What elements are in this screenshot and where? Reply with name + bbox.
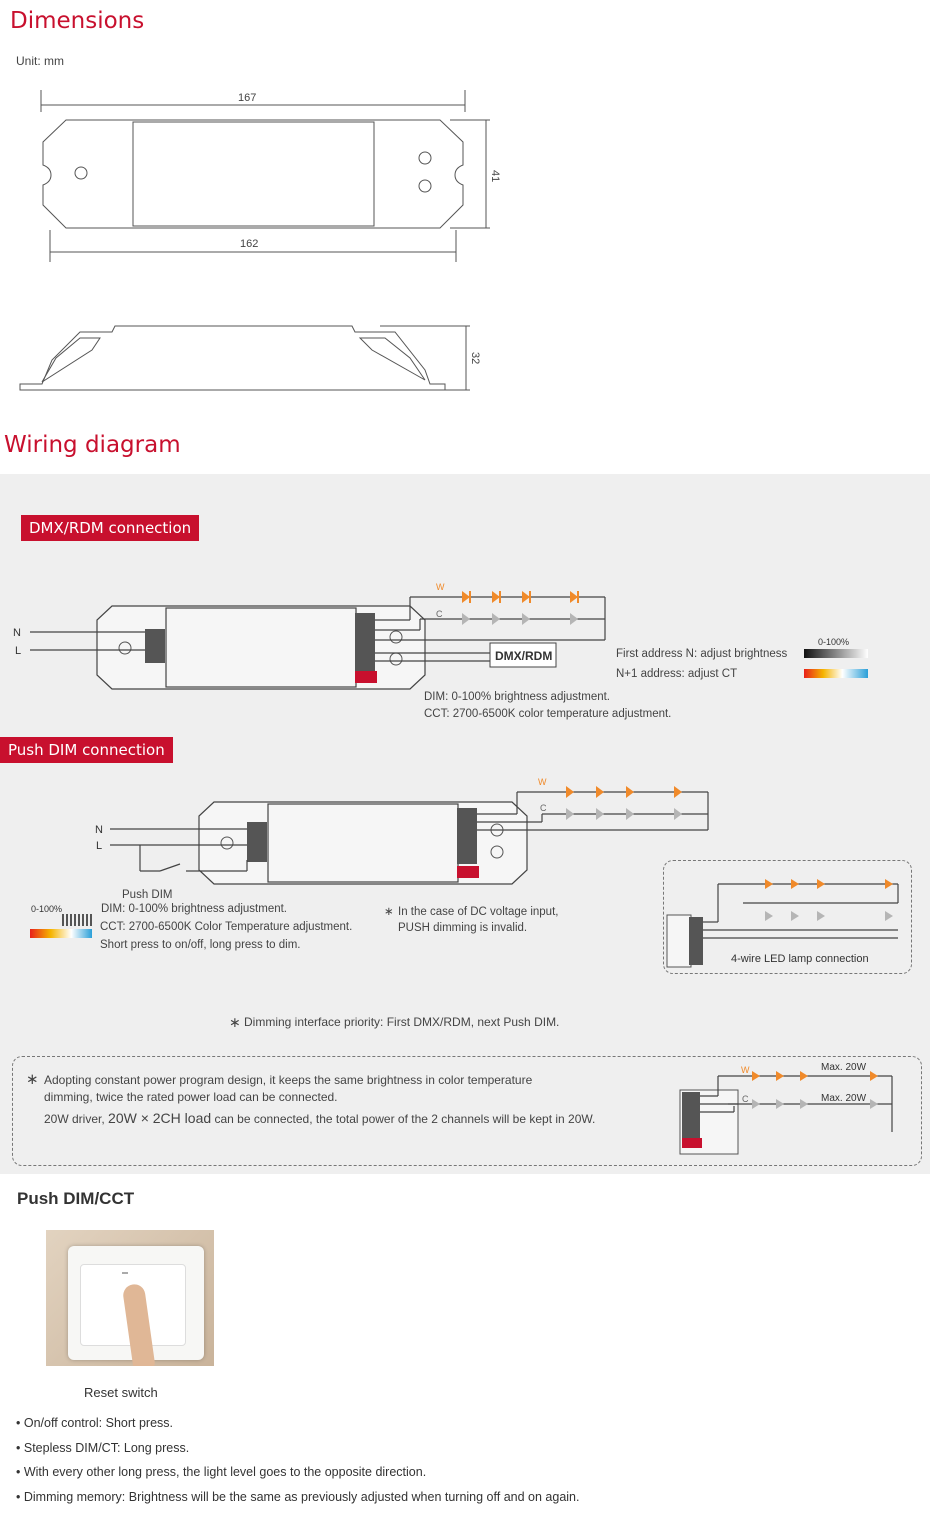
power-max-1: Max. 20W (821, 1062, 867, 1073)
priority-asterisk-icon: ∗ (229, 1014, 241, 1030)
dim-32: 32 (469, 352, 481, 364)
dmx-tag: DMX/RDM connection (21, 515, 200, 541)
list-item: • With every other long press, the light… (16, 1465, 427, 1479)
power-c-label: C (742, 1094, 749, 1104)
list-item: • Stepless DIM/CT: Long press. (16, 1440, 190, 1455)
top-view-drawing: 167 162 41 (40, 90, 501, 262)
dim-167: 167 (238, 92, 256, 104)
second-address-note: N+1 address: adjust CT (616, 668, 737, 680)
wiring-title: Wiring diagram (4, 432, 181, 458)
brightness-gradient (804, 649, 868, 658)
push-w-label: W (538, 777, 547, 787)
dmx-warm-leds (462, 591, 579, 603)
four-wire-cool-leds (765, 911, 893, 921)
power-line-3: 20W driver, 20W × 2CH load can be connec… (44, 1110, 596, 1126)
power-cool-leds (752, 1099, 878, 1109)
power-max-2: Max. 20W (821, 1093, 867, 1104)
power-diagram: W C Max. 20W Max. 20W (679, 1062, 893, 1155)
dim-162: 162 (240, 238, 258, 250)
dmx-w-label: W (436, 582, 445, 592)
push-warm-leds (566, 786, 682, 798)
dmx-c-label: C (436, 609, 443, 619)
push-c-label: C (540, 803, 547, 813)
dmx-cool-leds (462, 613, 578, 625)
list-item: • On/off control: Short press. (16, 1416, 174, 1430)
power-box (12, 1056, 922, 1166)
dmx-cct-note: CCT: 2700-6500K color temperature adjust… (424, 708, 672, 720)
push-tag: Push DIM connection (0, 737, 173, 763)
dc-note-1: In the case of DC voltage input, (398, 906, 559, 918)
push-l-label: L (96, 840, 102, 852)
push-press-note: Short press to on/off, long press to dim… (100, 939, 301, 951)
four-wire-warm-leds (765, 879, 893, 889)
push-dim-note: DIM: 0-100% brightness adjustment. (101, 903, 288, 915)
push-dim-label: Push DIM (122, 889, 173, 901)
dmx-dim-note: DIM: 0-100% brightness adjustment. (424, 691, 611, 703)
dmx-n-label: N (13, 627, 21, 639)
four-wire-diagram: 4-wire LED lamp connection (666, 879, 899, 968)
push-n-label: N (95, 824, 103, 836)
reset-switch-caption: Reset switch (84, 1385, 158, 1400)
four-wire-box (663, 860, 912, 974)
priority-note: Dimming interface priority: First DMX/RD… (244, 1015, 560, 1029)
power-line-2: dimming, twice the rated power load can … (44, 1090, 338, 1104)
list-item: • Dimming memory: Brightness will be the… (16, 1489, 580, 1504)
power-asterisk-icon: ∗ (26, 1071, 39, 1088)
power-line-1: Adopting constant power program design, … (44, 1073, 533, 1087)
power-warm-leds (752, 1071, 878, 1081)
first-address-note: First address N: adjust brightness (616, 648, 788, 660)
reset-switch-photo (46, 1230, 214, 1366)
push-gradient-label: 0-100% (31, 904, 63, 914)
ct-gradient (804, 669, 868, 678)
dim-41: 41 (489, 170, 501, 182)
push-cct-title: Push DIM/CCT (17, 1189, 135, 1208)
four-wire-label: 4-wire LED lamp connection (731, 953, 869, 965)
dimensions-title: Dimensions (10, 8, 145, 34)
push-cool-leds (566, 808, 682, 820)
dmx-diagram: DMX/RDM N L W C 0-100% First address N: … (13, 582, 868, 690)
push-cct-note: CCT: 2700-6500K Color Temperature adjust… (100, 921, 353, 933)
asterisk-icon: ∗ (384, 906, 394, 918)
dmx-l-label: L (15, 645, 21, 657)
feature-list: • On/off control: Short press. • Steples… (16, 1416, 579, 1514)
dc-note-2: PUSH dimming is invalid. (398, 922, 528, 934)
push-diagram: N L W C (95, 777, 709, 885)
dmx-rdm-box: DMX/RDM (495, 649, 552, 663)
unit-label: Unit: mm (16, 54, 64, 68)
dmx-gradient-label: 0-100% (818, 637, 849, 647)
push-bright-bars (62, 914, 92, 926)
push-ct-gradient (30, 929, 92, 938)
power-w-label: W (741, 1065, 750, 1075)
side-view-drawing: 32 (19, 325, 481, 391)
